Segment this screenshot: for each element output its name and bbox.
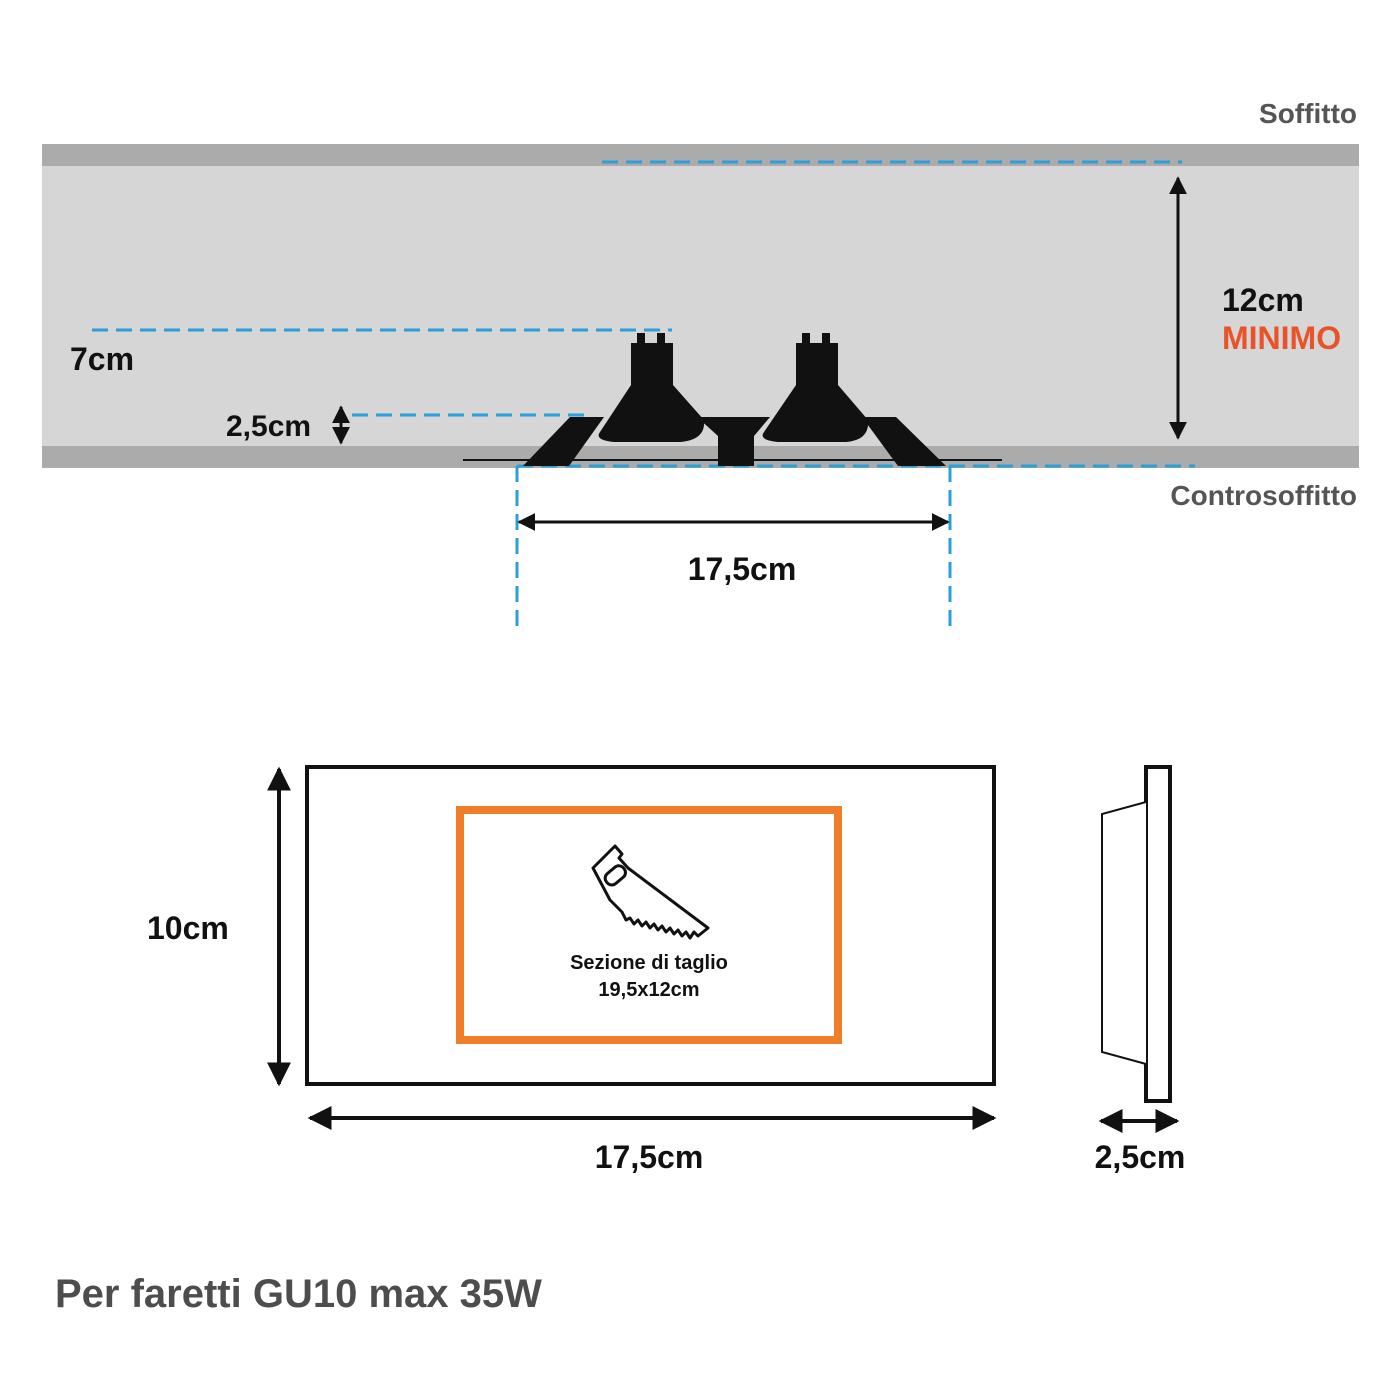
- cut-section-title: Sezione di taglio: [570, 952, 728, 974]
- side-frame: [1144, 765, 1172, 1103]
- depth-value-label: 12cm: [1222, 282, 1304, 318]
- false-ceiling-band: [42, 446, 1359, 468]
- cutout-width-label: 17,5cm: [688, 551, 797, 587]
- front-height-label: 10cm: [147, 910, 229, 946]
- frame-center: [697, 417, 770, 466]
- footer-text: Per faretti GU10 max 35W: [55, 1272, 542, 1316]
- side-view: [1101, 765, 1172, 1103]
- dimension-arrows-bottom: [267, 766, 1180, 1133]
- lamp-left-icon: [598, 333, 705, 442]
- lamp-height-label: 7cm: [70, 341, 134, 377]
- dimension-arrows-top: [332, 176, 1187, 531]
- false-ceiling-label: Controsoffitto: [1170, 480, 1357, 511]
- frame-height-label: 2,5cm: [226, 410, 311, 443]
- dashed-guides: [92, 160, 1195, 630]
- front-view: Sezione di taglio 19,5x12cm: [305, 765, 996, 1086]
- hand-saw-icon: [591, 844, 710, 940]
- frame-left: [523, 417, 604, 466]
- cavity: [42, 144, 1359, 468]
- frame-right: [862, 417, 946, 466]
- cut-section-size: 19,5x12cm: [598, 979, 699, 1001]
- ceiling-band: [42, 144, 1359, 166]
- side-housing: [1101, 801, 1147, 1065]
- luminaire-section: [463, 333, 1002, 466]
- lamp-right-icon: [762, 333, 869, 442]
- depth-minimum-label: MINIMO: [1222, 320, 1341, 356]
- ceiling-label: Soffitto: [1259, 98, 1357, 129]
- ceiling-section: [42, 144, 1359, 468]
- front-width-label: 17,5cm: [595, 1139, 704, 1175]
- side-depth-label: 2,5cm: [1095, 1139, 1186, 1175]
